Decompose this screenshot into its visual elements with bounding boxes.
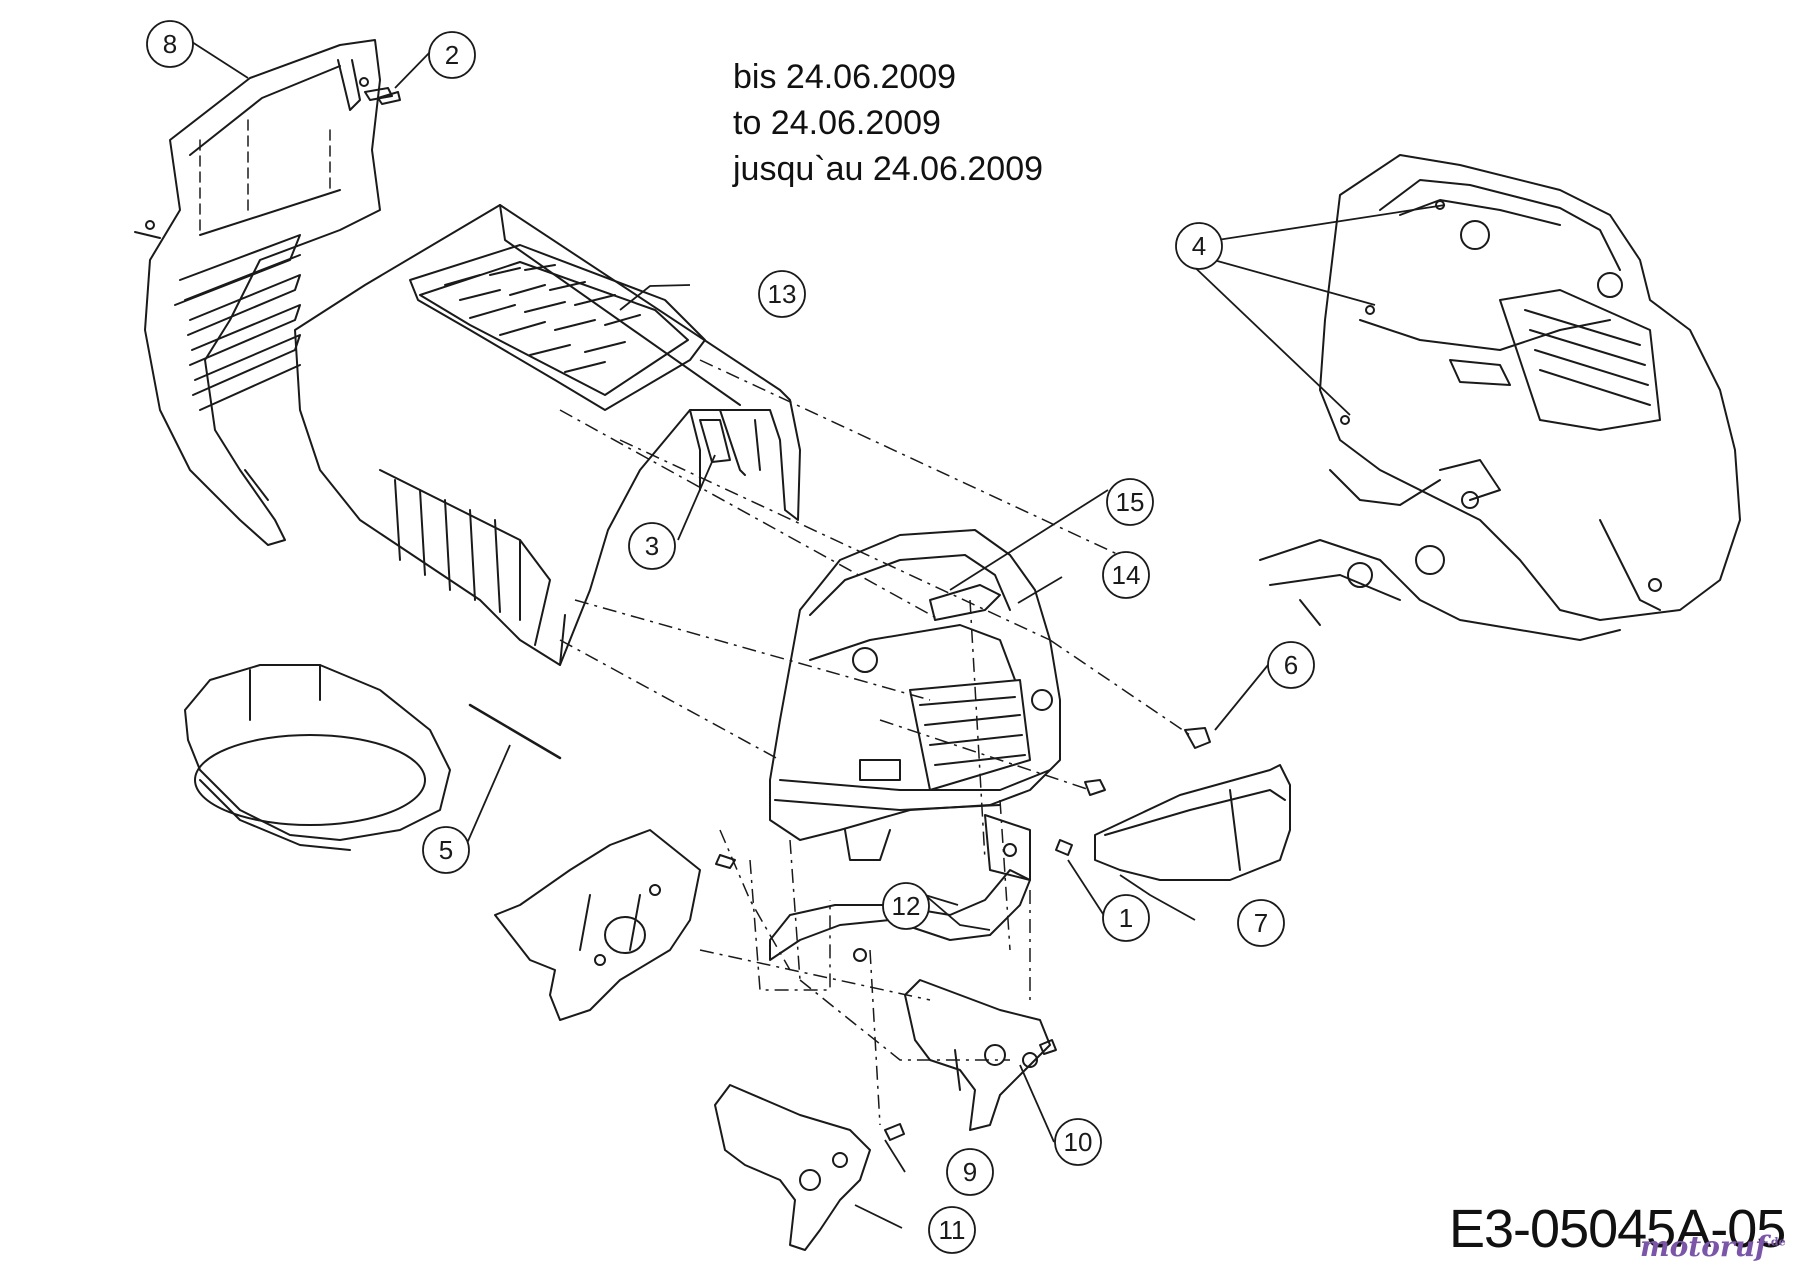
drawing-code: E3-05045A-05 [1449, 1199, 1786, 1259]
callout-circle-2 [428, 31, 476, 79]
part-12-support-bracket [769, 869, 1031, 962]
callout-circle-11 [928, 1206, 976, 1254]
callout-circle-5 [422, 826, 470, 874]
callout-number-11: 11 [939, 1215, 966, 1245]
part-15-headlight-bracket [929, 584, 1001, 621]
callout-circle-7 [1237, 899, 1285, 947]
fan-shroud [184, 664, 451, 851]
callout-circle-4 [1175, 222, 1223, 270]
validity-note-line-en: to 24.06.2009 [733, 104, 941, 142]
callout-number-4: 4 [1192, 231, 1206, 261]
watermark-suffix: .de [1767, 1235, 1786, 1249]
callout-number-12: 12 [892, 891, 921, 921]
callout-number-7: 7 [1254, 908, 1268, 938]
part-8-rear-shield [134, 39, 393, 546]
part-6-knob [1084, 727, 1211, 796]
callout-circle-12 [882, 882, 930, 930]
validity-note-line-fr: jusqu`au 24.06.2009 [733, 150, 1044, 188]
callout-number-6: 6 [1284, 650, 1298, 680]
callout-number-15: 15 [1116, 487, 1145, 517]
callout-number-2: 2 [445, 40, 459, 70]
part-5-rod [468, 703, 562, 760]
part-10-right-plate [904, 979, 1051, 1131]
part-3-hinge-bracket [699, 419, 731, 463]
callout-circle-9 [946, 1148, 994, 1196]
callout-number-14: 14 [1112, 560, 1141, 590]
part-11-left-plate [714, 1084, 871, 1251]
callout-number-9: 9 [963, 1157, 977, 1187]
part-13-hood [294, 204, 801, 666]
fasteners [377, 91, 1057, 1141]
watermark-text: motoruf [1640, 1230, 1768, 1263]
callout-circle-6 [1267, 641, 1315, 689]
callout-circle-13 [758, 270, 806, 318]
callout-number-5: 5 [439, 835, 453, 865]
callout-circle-8 [146, 20, 194, 68]
callout-number-13: 13 [768, 279, 797, 309]
part-1-side-bracket [715, 814, 1073, 881]
watermark-logo: motoruf.de [1640, 1230, 1786, 1263]
callout-circle-15 [1106, 478, 1154, 526]
front-mount-plate [494, 829, 701, 1021]
callout-number-3: 3 [645, 531, 659, 561]
callout-number-10: 10 [1064, 1127, 1093, 1157]
part-4-assembled-view [1259, 154, 1741, 641]
part-14-front-grille [769, 529, 1061, 861]
callout-circle-10 [1054, 1118, 1102, 1166]
callout-number-1: 1 [1119, 903, 1133, 933]
validity-note-line-de: bis 24.06.2009 [733, 58, 957, 96]
callout-leaders [191, 41, 1446, 1229]
assembly-guides [559, 359, 1191, 1126]
callout-number-8: 8 [163, 29, 177, 59]
callout-circle-14 [1102, 551, 1150, 599]
callout-circle-1 [1102, 894, 1150, 942]
callout-circle-3 [628, 522, 676, 570]
part-7-bumper [1094, 764, 1291, 881]
